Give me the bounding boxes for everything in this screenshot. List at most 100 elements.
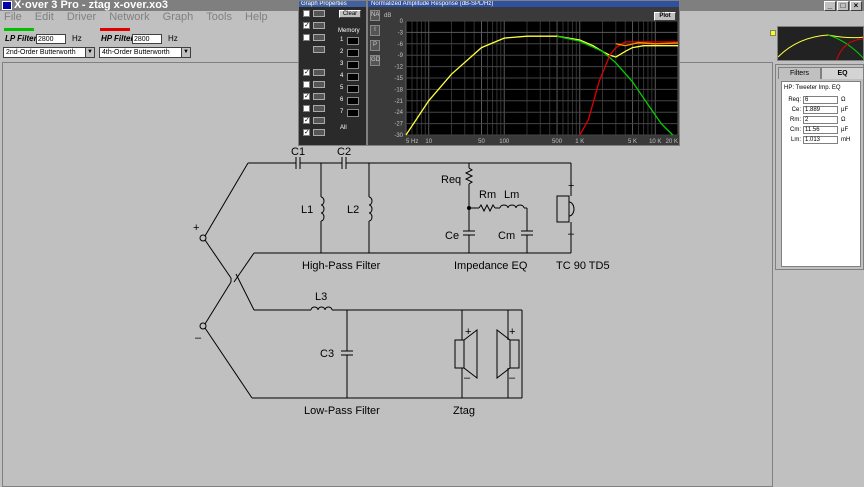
gp-checkbox[interactable]: ✓ <box>303 69 310 76</box>
menu-bar: File Edit Driver Network Graph Tools Hel… <box>0 11 864 24</box>
woofer-2-magnet[interactable] <box>509 339 520 369</box>
memory-slot-number: 6 <box>340 97 344 103</box>
gp-checkbox[interactable]: ✓ <box>303 93 310 100</box>
group-delay-button[interactable]: GD <box>370 55 380 66</box>
lpf-label: Low-Pass Filter <box>304 405 380 417</box>
woofer-1-minus: – <box>464 372 471 384</box>
thumb-yellow-trace <box>778 34 863 58</box>
axis-icon[interactable] <box>313 34 325 41</box>
tab-eq[interactable]: EQ <box>821 67 864 79</box>
c3-label: C3 <box>320 348 334 360</box>
lp-filter-label: LP Filter: <box>5 34 40 43</box>
lp-frequency-input[interactable] <box>36 34 66 44</box>
input-terminal-bottom[interactable] <box>199 322 207 330</box>
memory-slot[interactable]: 2 <box>340 49 364 58</box>
phase-button[interactable]: P <box>370 40 380 51</box>
minus-sign: – <box>195 332 202 344</box>
lm-input[interactable]: 1.013 <box>803 136 838 144</box>
gp-row-7: ✓ <box>303 93 333 102</box>
memory-slot[interactable]: 7 <box>340 109 364 118</box>
ce-input[interactable]: 1.889 <box>803 106 838 114</box>
req-resistor <box>464 167 474 185</box>
cm-input[interactable]: 11.56 <box>803 126 838 134</box>
hp-order-value: 4th-Order Butterworth <box>102 49 170 56</box>
chevron-down-icon[interactable]: ▼ <box>181 48 190 57</box>
lm-coil <box>499 204 525 209</box>
panel-tabs: Filters EQ <box>778 67 864 79</box>
grid-icon[interactable] <box>313 22 325 29</box>
clear-button[interactable]: Clear <box>339 10 361 18</box>
c1-label: C1 <box>291 146 305 158</box>
response-series-line <box>615 42 679 47</box>
gp-checkbox[interactable]: ✓ <box>303 129 310 136</box>
response-thumbnail[interactable] <box>777 26 864 61</box>
memory-swatch[interactable] <box>347 61 359 69</box>
tweeter-symbol[interactable] <box>556 195 570 223</box>
monitor-icon[interactable] <box>313 46 325 53</box>
memory-slot[interactable]: 6 <box>340 97 364 106</box>
speaker-icon[interactable] <box>313 81 325 88</box>
woofer-1-magnet[interactable] <box>454 339 465 369</box>
window-controls: _□× <box>823 0 862 11</box>
l3-coil <box>310 306 333 311</box>
menu-tools[interactable]: Tools <box>206 11 232 23</box>
memory-swatch[interactable] <box>347 73 359 81</box>
input-terminal-top[interactable] <box>199 234 207 242</box>
waveform-icon[interactable] <box>313 129 325 136</box>
x-tick-label: 50 <box>478 139 485 145</box>
rm-input[interactable]: 2 <box>803 116 838 124</box>
x-tick-label: 20 K <box>666 139 678 145</box>
hp-filter-label: HP Filter: <box>101 34 137 43</box>
memory-swatch[interactable] <box>347 85 359 93</box>
gp-checkbox[interactable]: ✓ <box>303 117 310 124</box>
y-tick-label: -6 <box>398 42 404 48</box>
na-button[interactable]: NA <box>370 10 380 21</box>
memory-slot[interactable]: 3 <box>340 61 364 70</box>
memory-swatch[interactable] <box>347 109 359 117</box>
maximize-button[interactable]: □ <box>837 1 849 11</box>
memory-swatch[interactable] <box>347 97 359 105</box>
memory-slot[interactable]: 1 <box>340 37 364 46</box>
menu-help[interactable]: Help <box>245 11 268 23</box>
gp-checkbox[interactable]: ✓ <box>303 22 310 29</box>
menu-graph[interactable]: Graph <box>162 11 194 23</box>
eq-row-unit: µF <box>841 107 849 113</box>
impedance-button[interactable]: I <box>370 25 380 36</box>
gp-row-9: ✓ <box>303 117 333 126</box>
lp-order-select[interactable]: 2nd-Order Butterworth▼ <box>3 47 95 58</box>
menu-network[interactable]: Network <box>109 11 150 23</box>
hp-unit: Hz <box>168 34 178 43</box>
gp-checkbox[interactable] <box>303 34 310 41</box>
memory-slot[interactable]: 4 <box>340 73 364 82</box>
gp-checkbox[interactable] <box>303 81 310 88</box>
req-input[interactable]: 6 <box>803 96 838 104</box>
window-title: X·over 3 Pro - ztag x-over.xo3 <box>14 0 169 11</box>
minimize-button[interactable]: _ <box>824 1 836 11</box>
waveform-icon[interactable] <box>313 117 325 124</box>
close-button[interactable]: × <box>850 1 862 11</box>
tab-filters[interactable]: Filters <box>778 67 821 79</box>
graph-title: Normalized Amplitude Response (dB-SPL/Hz… <box>368 1 679 7</box>
menu-file[interactable]: File <box>4 11 22 23</box>
l1-label: L1 <box>301 204 313 216</box>
chevron-down-icon[interactable]: ▼ <box>85 48 94 57</box>
memory-swatch[interactable] <box>347 49 359 57</box>
graph-properties-panel: Graph Properties ✓ ✓ ✓ ✓ ✓ Clear Memory … <box>298 0 367 146</box>
trace-style-icon[interactable] <box>313 10 325 17</box>
speaker-icon[interactable] <box>313 105 325 112</box>
gp-checkbox[interactable] <box>303 105 310 112</box>
memory-swatch[interactable] <box>347 37 359 45</box>
menu-driver[interactable]: Driver <box>66 11 97 23</box>
memory-all-label[interactable]: All <box>340 125 347 131</box>
hp-frequency-input[interactable] <box>132 34 162 44</box>
eq-row-unit: Ω <box>841 97 846 103</box>
speaker-icon[interactable] <box>313 93 325 100</box>
speaker-icon[interactable] <box>313 69 325 76</box>
gp-checkbox[interactable] <box>303 10 310 17</box>
menu-edit[interactable]: Edit <box>34 11 54 23</box>
woofer-1-cone <box>463 328 478 380</box>
hp-order-select[interactable]: 4th-Order Butterworth ▼ <box>99 47 191 58</box>
memory-slot[interactable]: 5 <box>340 85 364 94</box>
